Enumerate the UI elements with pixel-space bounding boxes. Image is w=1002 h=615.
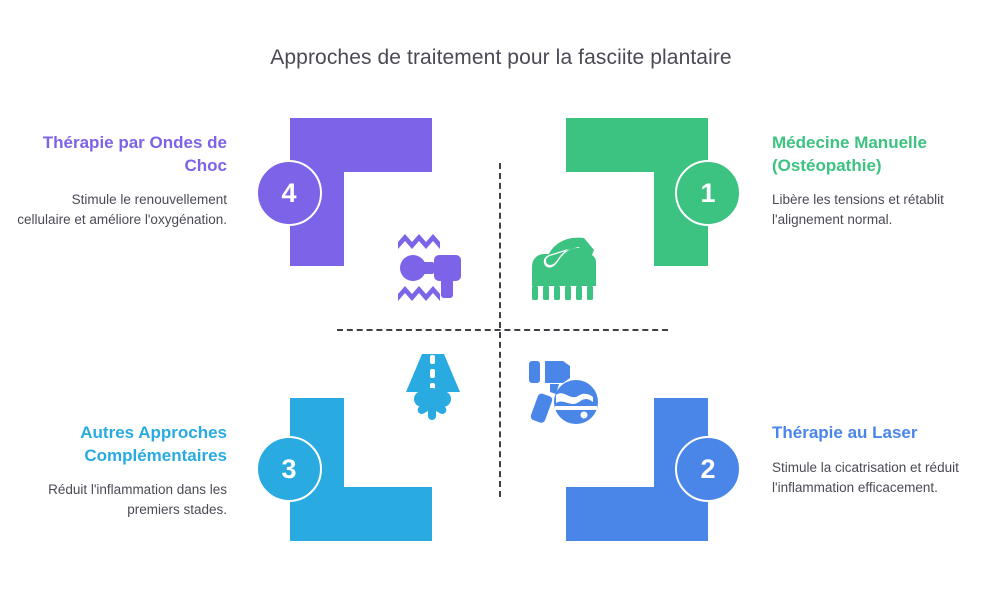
quadrant-text-bottom-right: Thérapie au Laser Stimule la cicatrisati… <box>772 422 984 498</box>
quadrant-heading-bottom-left: Autres Approches Complémentaires <box>80 423 227 465</box>
shape-block-top-right-arm <box>566 118 708 172</box>
quadrant-text-top-right: Médecine Manuelle (Ostéopathie) Libère l… <box>772 132 984 230</box>
step-number-3-label: 3 <box>281 453 297 484</box>
step-number-badge-3[interactable]: 3 <box>256 436 322 502</box>
quadrant-body-top-left: Stimule le renouvellement cellulaire et … <box>17 192 227 228</box>
step-number-badge-4[interactable]: 4 <box>256 160 322 226</box>
quadrant-heading-bottom-right: Thérapie au Laser <box>772 423 918 442</box>
quadrant-text-bottom-left: Autres Approches Complémentaires Réduit … <box>15 422 227 520</box>
cryotherapy-snowflake-icon <box>398 352 468 427</box>
page-title: Approches de traitement pour la fasciite… <box>270 46 732 69</box>
shockwave-gun-icon <box>396 232 468 309</box>
step-number-badge-2[interactable]: 2 <box>675 436 741 502</box>
step-number-4-label: 4 <box>281 177 297 208</box>
quadrant-heading-top-left: Thérapie par Ondes de Choc <box>42 133 227 175</box>
step-number-badge-1[interactable]: 1 <box>675 160 741 226</box>
horizontal-divider <box>337 329 668 331</box>
step-number-2-label: 2 <box>700 453 716 484</box>
quadrant-body-bottom-left: Réduit l'inflammation dans les premiers … <box>48 482 227 518</box>
quadrant-body-bottom-right: Stimule la cicatrisation et réduit l'inf… <box>772 459 959 495</box>
step-number-1-label: 1 <box>700 177 716 208</box>
massage-hand-icon <box>528 236 600 309</box>
shape-block-bottom-left-foot <box>290 487 432 541</box>
vertical-divider <box>499 163 501 497</box>
shape-block-bottom-right-foot <box>566 487 708 541</box>
quadrant-body-top-right: Libère les tensions et rétablit l'aligne… <box>772 192 944 228</box>
quadrant-text-top-left: Thérapie par Ondes de Choc Stimule le re… <box>15 132 227 230</box>
laser-device-icon <box>528 357 600 434</box>
shape-block-top-left-arm <box>290 118 432 172</box>
quadrant-heading-top-right: Médecine Manuelle (Ostéopathie) <box>772 133 927 175</box>
